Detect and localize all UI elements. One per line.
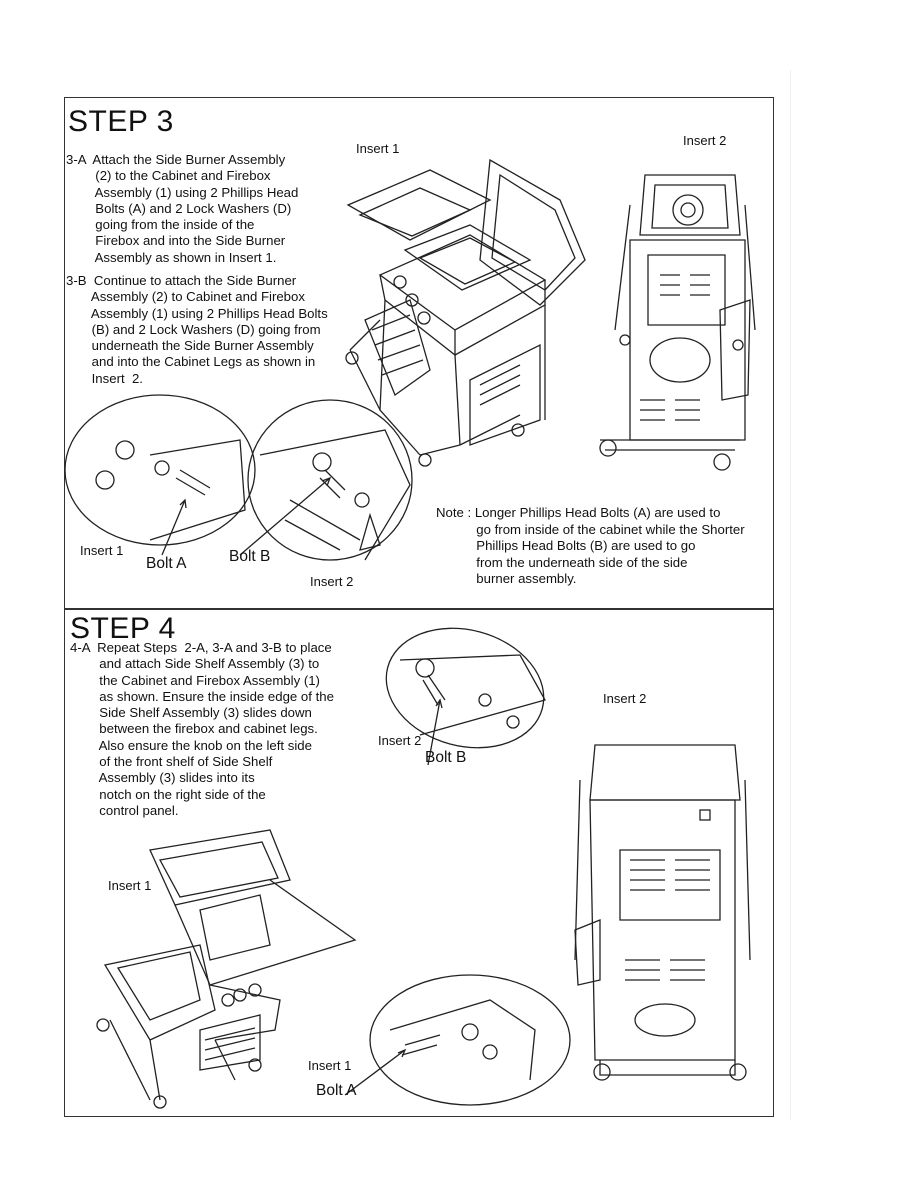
step3-title: STEP 3 <box>68 105 174 138</box>
step3-insert2-label: Insert 2 <box>683 133 727 148</box>
instruction-frame <box>64 97 774 1117</box>
step3-b-instructions: 3-B Continue to attach the Side Burner A… <box>66 273 328 386</box>
step4-bolt-a-arrow <box>344 1049 406 1096</box>
step4-detail-insert2-label: Insert 2 <box>378 733 422 748</box>
step3-grill-drawing <box>345 158 586 467</box>
step4-insert2-label: Insert 2 <box>603 691 647 706</box>
bolt-a-arrow <box>161 499 186 556</box>
page-edge-line <box>790 70 791 1120</box>
step4-detail-insert1-label: Insert 1 <box>308 1058 352 1073</box>
step3-insert1-label: Insert 1 <box>356 141 400 156</box>
step4-a-instructions: 4-A Repeat Steps 2-A, 3-A and 3-B to pla… <box>70 640 334 818</box>
step3-note: Note : Longer Phillips Head Bolts (A) ar… <box>436 505 745 586</box>
step4-bolt-b-label: Bolt B <box>425 749 467 766</box>
step3-rear-view-drawing <box>599 174 756 471</box>
step4-detail-insert1 <box>369 974 571 1106</box>
step3-detail-insert2-label: Insert 2 <box>310 574 354 589</box>
step3-a-instructions: 3-A Attach the Side Burner Assembly (2) … <box>66 152 299 265</box>
step4-bolt-a-label: Bolt A <box>316 1082 357 1099</box>
step4-bolt-b-arrow <box>427 699 441 766</box>
step3-bolt-b-label: Bolt B <box>229 548 271 565</box>
step4-title: STEP 4 <box>70 612 176 645</box>
step3-detail-insert1 <box>64 394 256 546</box>
step4-detail-insert2 <box>385 627 546 749</box>
bolt-b-arrow <box>239 477 331 556</box>
step-divider <box>64 608 774 610</box>
step3-bolt-a-label: Bolt A <box>146 555 187 572</box>
step4-grill-drawing <box>96 829 357 1109</box>
step3-detail-insert1-label: Insert 1 <box>80 543 124 558</box>
step3-detail-insert2 <box>247 399 413 561</box>
step4-insert1-label: Insert 1 <box>108 878 152 893</box>
step4-rear-view-drawing <box>574 744 751 1081</box>
